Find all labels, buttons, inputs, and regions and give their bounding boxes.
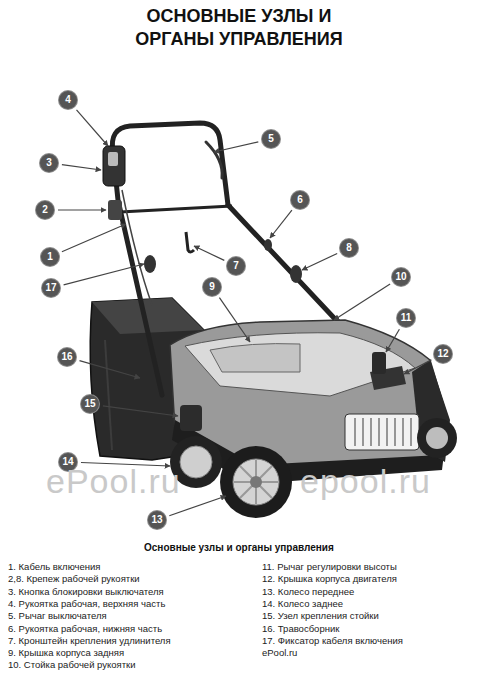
- leader-line: [194, 246, 224, 260]
- leader-line: [386, 329, 399, 352]
- parts-list-item: ePool.ru: [262, 647, 297, 659]
- watermark: ePool.ru: [46, 462, 181, 501]
- parts-list-item: 4. Рукоятка рабочая, верхняя часть: [8, 598, 165, 610]
- callout-number: 13: [148, 511, 166, 529]
- leader-line: [77, 110, 109, 146]
- parts-list-item: 9. Крышка корпуса задняя: [8, 647, 124, 659]
- leader-line: [64, 264, 144, 285]
- callout-number: 4: [59, 91, 77, 109]
- parts-list-item: 12. Крышка корпуса двигателя: [262, 573, 397, 585]
- leader-line: [62, 165, 101, 170]
- leader-line: [62, 224, 126, 252]
- parts-list-item: 11. Рычаг регулировки высоты: [262, 561, 397, 573]
- callout-number: 12: [434, 345, 452, 363]
- leader-line: [58, 209, 106, 210]
- callout-number: 17: [42, 279, 60, 297]
- callout-number: 1: [41, 248, 59, 266]
- callout-number: 2: [36, 201, 54, 219]
- callout-number: 10: [392, 268, 410, 286]
- parts-list-item: 6. Рукоятка рабочая, нижняя часть: [8, 623, 162, 635]
- leader-line: [270, 210, 292, 238]
- leader-line: [404, 360, 431, 374]
- leader-line: [214, 142, 258, 152]
- parts-list-item: 16. Травосборник: [262, 623, 339, 635]
- parts-list-item: 15. Узел крепления стойки: [262, 610, 379, 622]
- list-heading: Основные узлы и органы управления: [144, 542, 334, 553]
- callout-number: 11: [397, 309, 415, 327]
- parts-list-item: 3. Кнопка блокировки выключателя: [8, 586, 164, 598]
- parts-list-item: 13. Колесо переднее: [262, 586, 354, 598]
- leader-line: [103, 406, 178, 416]
- callout-number: 16: [58, 348, 76, 366]
- parts-list-item: 17. Фиксатор кабеля включения: [262, 635, 403, 647]
- callout-number: 7: [227, 257, 245, 275]
- parts-list-item: 14. Колесо заднее: [262, 598, 343, 610]
- page-title: ОСНОВНЫЕ УЗЛЫ И ОРГАНЫ УПРАВЛЕНИЯ: [124, 5, 354, 51]
- callout-number: 5: [262, 130, 280, 148]
- leader-line: [80, 361, 141, 378]
- parts-list-item: 10. Стойка рабочей рукоятки: [8, 659, 136, 671]
- parts-list-item: 7. Кронштейн крепления удлинителя: [8, 635, 171, 647]
- parts-list-item: 1. Кабель включения: [8, 561, 101, 573]
- leader-line: [334, 284, 390, 320]
- leader-line: [219, 298, 250, 342]
- leader-line: [302, 254, 337, 271]
- callout-number: 8: [340, 239, 358, 257]
- callout-number: 15: [81, 395, 99, 413]
- parts-list-item: 2,8. Крепеж рабочей рукоятки: [8, 573, 140, 585]
- parts-list-item: 5. Рычаг выключателя: [8, 610, 107, 622]
- callout-number: 9: [203, 278, 221, 296]
- callout-number: 6: [291, 191, 309, 209]
- watermark: epool.ru: [300, 462, 431, 501]
- callout-number: 3: [40, 154, 58, 172]
